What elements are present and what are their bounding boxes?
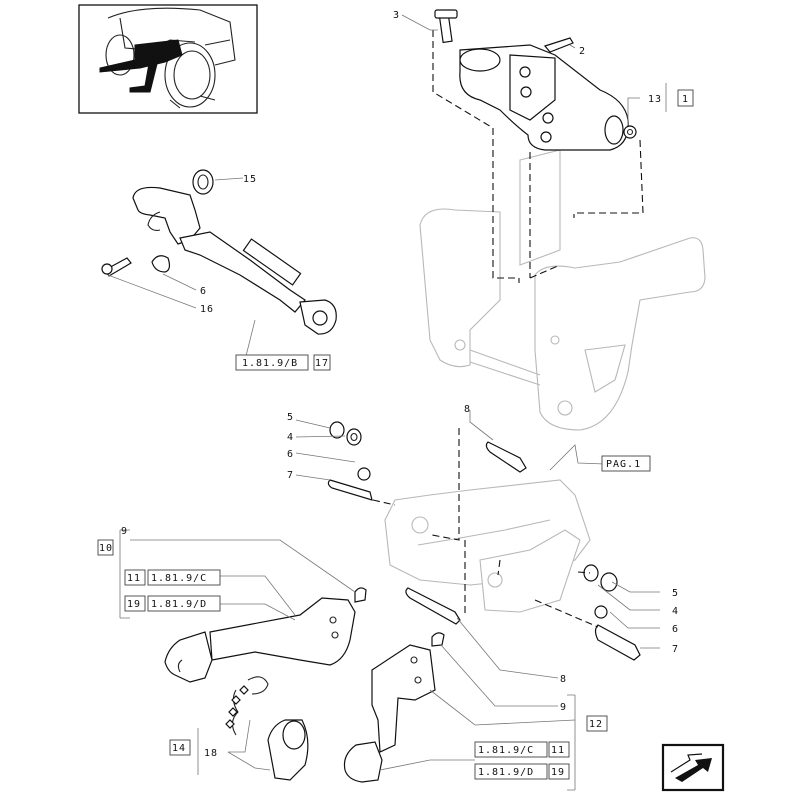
callout-ref-d-bottom: 1.81.9/D [478,767,534,778]
callout-14: 14 [172,743,186,754]
callout-7-left: 7 [287,470,294,481]
callout-6-left: 6 [287,449,294,460]
callout-16: 16 [200,304,214,315]
callout-2: 2 [579,46,586,57]
leader-lines [107,14,660,771]
callout-8-bottom: 8 [560,674,567,685]
callout-7-right: 7 [672,644,679,655]
callout-5-left: 5 [287,412,294,423]
callout-18: 18 [204,748,218,759]
callout-6-right: 6 [672,624,679,635]
callout-1: 1 [682,94,689,105]
callout-6: 6 [200,286,207,297]
callout-12: 12 [589,719,603,730]
callout-ref-c-left: 1.81.9/C [151,573,207,584]
callout-19-bottom: 19 [551,767,565,778]
callout-4-left: 4 [287,432,294,443]
callout-15: 15 [243,174,257,185]
next-page-arrow-icon[interactable] [661,743,725,792]
callout-11-left: 11 [127,573,141,584]
callout-19-left: 19 [127,599,141,610]
top-link-bracket [434,9,637,151]
callout-11-bottom: 11 [551,745,565,756]
callout-10: 10 [99,543,113,554]
callout-ref-b: 1.81.9/B [242,358,298,369]
callout-8-top: 8 [464,404,471,415]
callout-9-left: 9 [121,526,128,537]
callout-17: 17 [315,358,329,369]
callout-frames [97,83,694,791]
callout-9-bottom: 9 [560,702,567,713]
tractor-thumbnail [78,4,258,114]
top-link [101,169,337,335]
lower-hitch-parts [327,421,641,661]
callout-5-right: 5 [672,588,679,599]
callout-ref-c-bottom: 1.81.9/C [478,745,534,756]
callout-page-ref: PAG.1 [606,459,641,470]
assembly-lines [372,30,644,628]
callout-ref-d-left: 1.81.9/D [151,599,207,610]
drawbar-arms [164,597,436,783]
rear-frame-outline [384,149,706,613]
callout-3: 3 [393,10,400,21]
callout-4-right: 4 [672,606,679,617]
callout-13: 13 [648,94,662,105]
callout-labels: 3 2 13 1 15 6 16 1.81.9/B 17 5 4 6 7 8 P… [99,10,689,778]
